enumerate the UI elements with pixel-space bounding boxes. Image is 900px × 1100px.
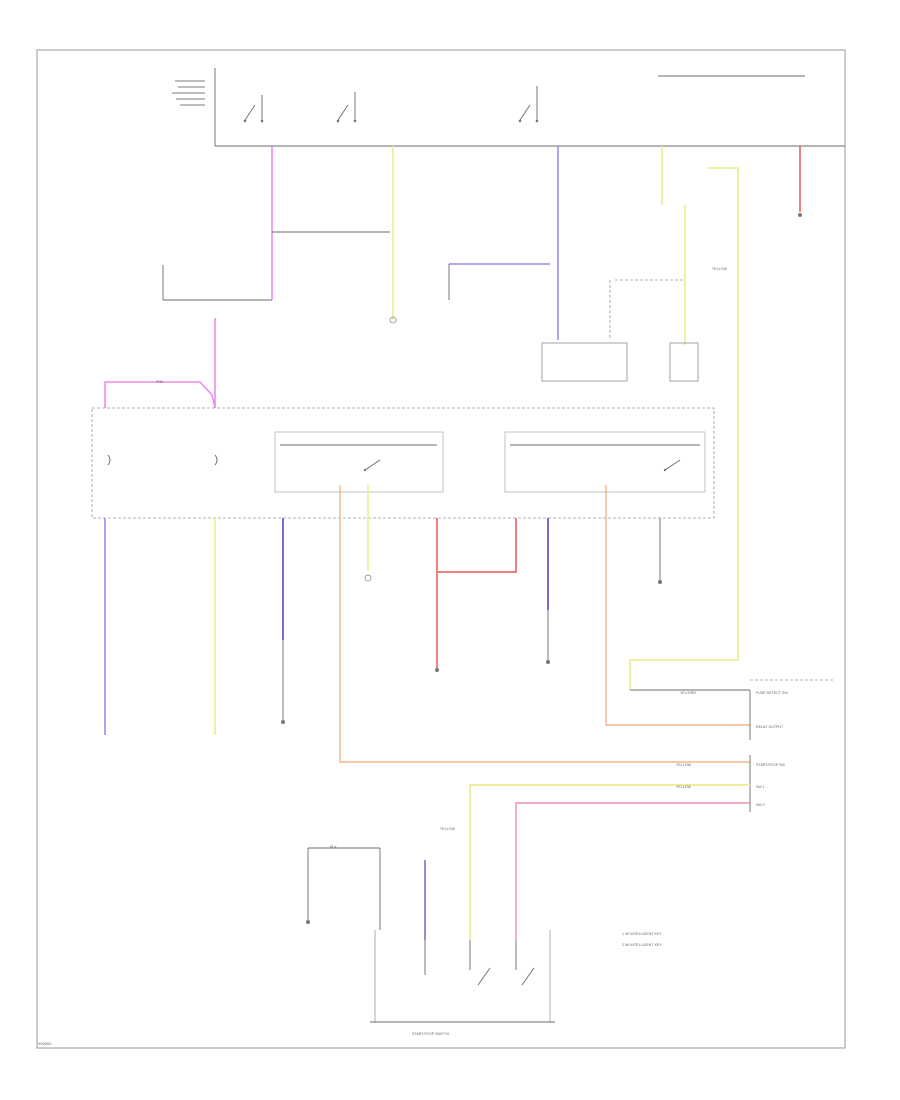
relay-box-center xyxy=(541,342,628,382)
conn-label-3: START/STOP SW xyxy=(756,763,785,767)
relay-switch-3 xyxy=(518,86,539,123)
wire-red-to-switch xyxy=(515,802,750,940)
relay-switch-2 xyxy=(336,92,357,123)
fuse-symbol-1 xyxy=(107,454,111,466)
wire-label-pnk: PNK xyxy=(156,380,164,384)
connector-panel-right: FUSE DETECT SW RELAY OUTPUT START/STOP S… xyxy=(630,679,835,812)
wire-red-branch xyxy=(437,518,517,573)
wire-yellow-right xyxy=(629,167,739,690)
ground-2 xyxy=(546,660,550,664)
relay-inner-left xyxy=(274,431,444,493)
wire-orange-long xyxy=(339,485,750,763)
inner-switch-2 xyxy=(663,459,681,472)
fuse-symbol-2 xyxy=(214,454,218,466)
red-terminal xyxy=(798,213,802,217)
top-left-label-lines xyxy=(172,80,205,106)
ground-3 xyxy=(658,580,662,584)
conn-label-4: SW 1 xyxy=(756,785,765,789)
legend-2: 2 W/ INTELLIGENT KEY xyxy=(622,943,662,947)
wire-label-yellow-2: YELLOW xyxy=(676,785,692,789)
relay-switch-1 xyxy=(243,95,264,123)
wire-orange-right xyxy=(605,485,750,726)
ground-symbol-2 xyxy=(364,574,372,582)
wire-yellow-to-switch xyxy=(469,784,750,940)
diagram-frame xyxy=(36,49,846,1049)
inner-switch-1 xyxy=(363,459,381,472)
main-relay-block xyxy=(91,407,715,519)
fuse-box-right xyxy=(669,342,699,382)
relay-inner-right xyxy=(504,431,706,493)
legend: 1 W/ INTELLIGENT KEY 2 W/ INTELLIGENT KE… xyxy=(622,932,662,947)
diagram-code: 000000 xyxy=(38,1041,52,1046)
wire-pink-bend xyxy=(104,381,216,409)
wire-label-blk: BLK xyxy=(330,845,337,849)
start-stop-label: START/STOP SWITCH xyxy=(412,1032,450,1036)
wire-label-yellow-right: YELLOW xyxy=(712,267,728,271)
ground-1 xyxy=(281,720,285,724)
ground-symbol-1 xyxy=(389,316,397,324)
start-stop-switch: START/STOP SWITCH xyxy=(306,847,555,1036)
red-ground xyxy=(435,668,439,672)
conn-label-1: FUSE DETECT SW xyxy=(756,691,788,695)
wire-label-yel-1: YEL/GRN xyxy=(680,691,696,695)
wire-label-yellow-3: YELLOW xyxy=(440,827,456,831)
wire-label-yellow-1: YELLOW xyxy=(676,763,692,767)
conn-label-5: SW 2 xyxy=(756,803,765,807)
legend-1: 1 W/ INTELLIGENT KEY xyxy=(622,932,662,936)
conn-label-2: RELAY OUTPUT xyxy=(756,725,784,729)
